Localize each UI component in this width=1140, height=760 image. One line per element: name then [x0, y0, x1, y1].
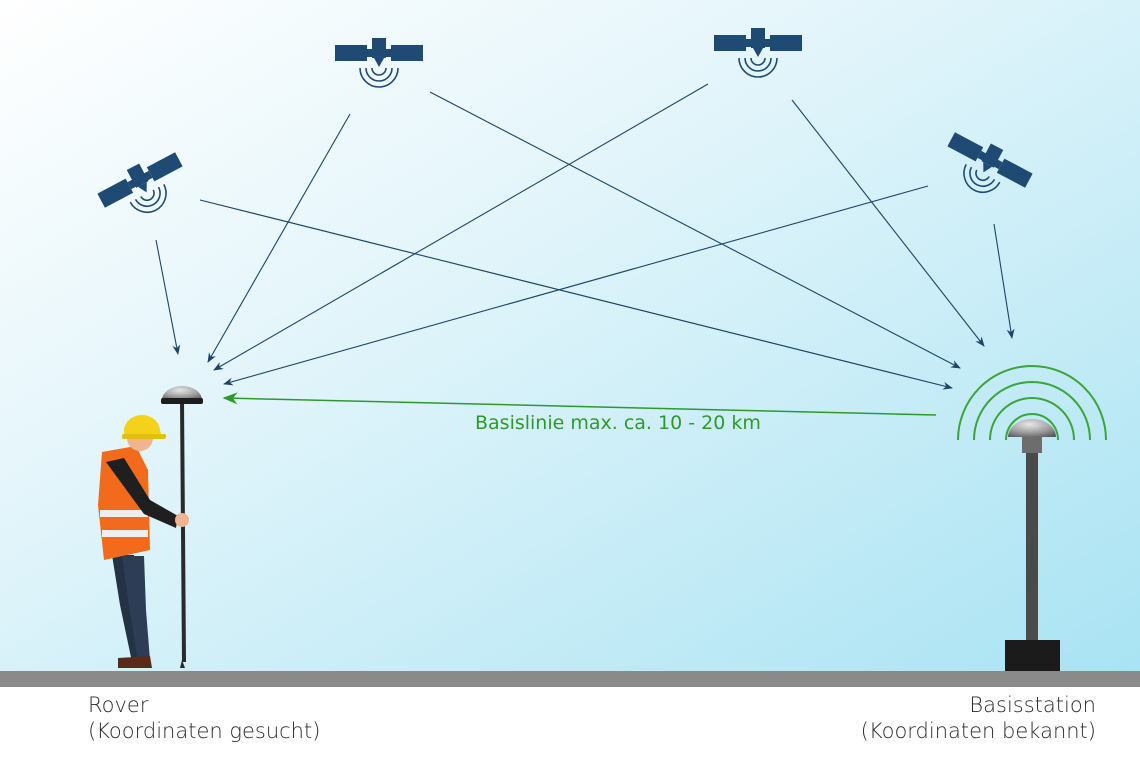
signal-line: [207, 113, 351, 363]
signal-line: [223, 185, 929, 386]
baseline-label: Basislinie max. ca. 10 - 20 km: [475, 412, 761, 434]
surveyor-figure-icon: [98, 414, 189, 668]
rover-subtitle: (Koordinaten gesucht): [88, 719, 321, 743]
signal-line: [213, 83, 709, 371]
baseline-arrow: [222, 392, 937, 416]
base-station-caption: Basisstation (Koordinaten bekannt): [861, 692, 1096, 744]
signal-line: [993, 223, 1015, 339]
satellite-signal-lines: [155, 83, 1015, 390]
rover-title: Rover: [88, 693, 149, 717]
sky-background: [0, 0, 1140, 672]
gnss-base-station-icon: [1005, 419, 1060, 672]
base-station-title: Basisstation: [969, 693, 1096, 717]
base-station-subtitle: (Koordinaten bekannt): [860, 719, 1096, 743]
ground-strip: [0, 671, 1140, 687]
signal-line: [199, 199, 953, 390]
radio-signal-icon: [957, 365, 1107, 441]
rover-caption: Rover (Koordinaten gesucht): [88, 692, 320, 744]
signal-line: [429, 91, 961, 369]
signal-line: [791, 99, 985, 347]
signal-line: [155, 239, 181, 355]
gnss-rover-antenna-icon: [161, 386, 203, 668]
